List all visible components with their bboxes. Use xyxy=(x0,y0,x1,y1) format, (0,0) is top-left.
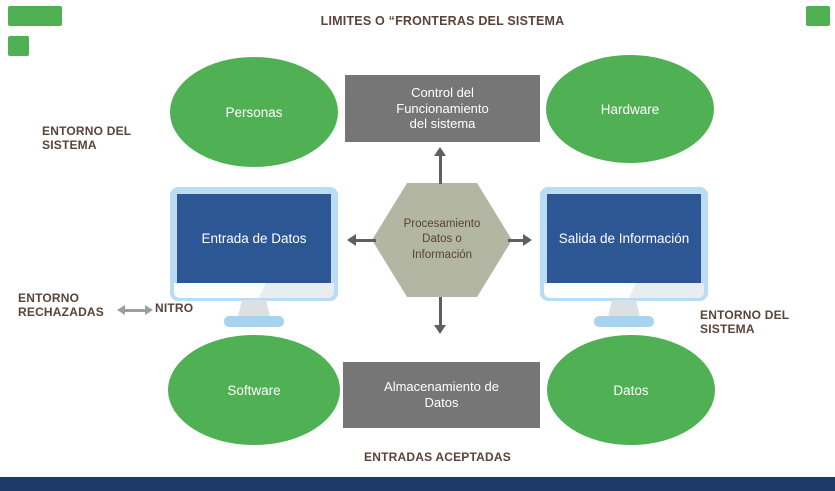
monitor-salida: Salida de Información xyxy=(540,187,708,328)
monitor-salida-chin xyxy=(544,283,704,298)
ellipse-software-label: Software xyxy=(227,382,281,398)
ellipse-personas: Personas xyxy=(170,57,338,167)
ellipse-datos: Datos xyxy=(547,335,715,445)
ellipse-datos-label: Datos xyxy=(613,382,649,398)
ellipse-hardware: Hardware xyxy=(546,55,714,163)
double-arrow-line xyxy=(125,309,145,312)
box-control-funcionamiento: Control del Funcionamiento del sistema xyxy=(345,75,540,142)
box-almacenamiento: Almacenamiento de Datos xyxy=(343,362,540,428)
corner-green-mark-top-left-small xyxy=(8,36,29,56)
double-arrow-right-icon xyxy=(145,305,153,315)
monitor-entrada: Entrada de Datos xyxy=(170,187,338,328)
monitor-salida-screen: Salida de Información xyxy=(547,194,701,283)
corner-green-mark-top-right xyxy=(806,6,830,26)
hexagon-procesamiento-label: Procesamiento Datos o Información xyxy=(403,217,481,261)
monitor-salida-label: Salida de Información xyxy=(558,231,690,246)
box-almacenamiento-label: Almacenamiento de Datos xyxy=(384,379,499,410)
arrow-right-line xyxy=(508,239,523,242)
box-control-label: Control del Funcionamiento del sistema xyxy=(396,84,489,132)
monitor-salida-stand xyxy=(608,300,640,317)
arrow-up-icon xyxy=(434,147,446,156)
arrow-up-line xyxy=(439,156,442,184)
monitor-salida-base xyxy=(594,316,654,327)
arrow-down-line xyxy=(439,297,442,325)
monitor-entrada-stand xyxy=(238,300,270,317)
diagram-title: LIMITES O “FRONTERAS DEL SISTEMA xyxy=(320,14,565,28)
arrow-left-icon xyxy=(347,234,356,246)
monitor-entrada-chin xyxy=(174,283,334,298)
corner-green-mark-top-left xyxy=(8,6,62,26)
double-arrow-left-icon xyxy=(117,305,125,315)
arrow-down-icon xyxy=(434,325,446,334)
footer-navy-bar xyxy=(0,477,835,491)
hexagon-procesamiento: Procesamiento Datos o Información xyxy=(372,183,512,297)
ellipse-software: Software xyxy=(168,335,340,445)
monitor-entrada-base xyxy=(224,316,284,327)
label-entradas-aceptadas: ENTRADAS ACEPTADAS xyxy=(364,450,511,464)
arrow-right-icon xyxy=(523,234,532,246)
label-nitro: NITRO xyxy=(155,301,194,315)
label-entorno-rechazadas: ENTORNO RECHAZADAS xyxy=(18,291,104,320)
arrow-left-line xyxy=(356,239,376,242)
ellipse-personas-label: Personas xyxy=(225,104,283,120)
ellipse-hardware-label: Hardware xyxy=(600,101,660,117)
monitor-entrada-label: Entrada de Datos xyxy=(201,231,307,246)
monitor-entrada-screen: Entrada de Datos xyxy=(177,194,331,283)
label-entorno-del-sistema-left: ENTORNO DEL SISTEMA xyxy=(42,124,132,153)
label-entorno-del-sistema-right: ENTORNO DEL SISTEMA xyxy=(700,308,790,337)
